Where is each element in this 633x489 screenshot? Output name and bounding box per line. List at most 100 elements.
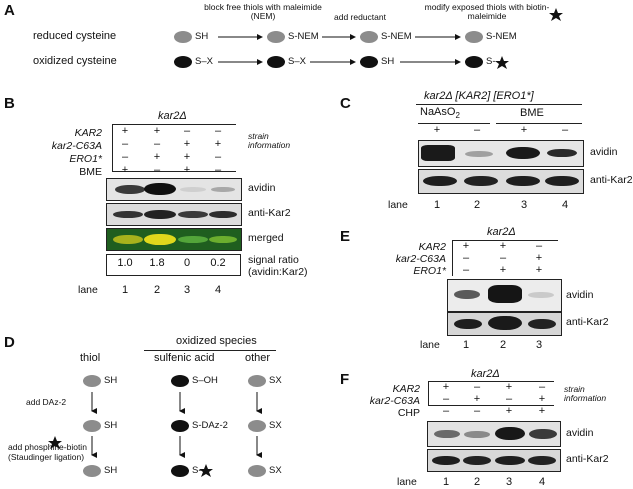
oxidized-label-1: S–X	[195, 56, 213, 67]
panel-e-mark: +	[535, 252, 543, 264]
panel-e-mark: –	[499, 252, 507, 264]
panel-e-blot-avidin	[447, 279, 562, 312]
panel-f-lane-number: 3	[505, 476, 513, 488]
panel-b-strain-info: strain information	[248, 131, 291, 150]
oxidized-label-3: SH	[381, 56, 395, 67]
other-cys-1	[248, 375, 266, 387]
panel-b-lane-label: lane	[78, 284, 98, 296]
reduced-cys-3	[360, 31, 378, 43]
panel-d-letter: D	[4, 334, 15, 351]
panel-f-mark: –	[442, 405, 450, 417]
panel-c-mark: –	[561, 124, 569, 136]
panel-e-mark: –	[462, 252, 470, 264]
panel-e-blot-avidin-label: avidin	[566, 289, 594, 301]
panel-b-mark: +	[214, 138, 222, 150]
panel-b-row-label-kar2: KAR2	[74, 127, 102, 139]
panel-b-blot-avidin-label: avidin	[248, 182, 276, 194]
panel-e-lane-number: 3	[535, 339, 543, 351]
thiol-cys-3	[83, 465, 101, 477]
panel-a-step1-label: block free thiols with maleimide (NEM)	[204, 2, 322, 21]
oxidized-label-4: S-	[486, 56, 496, 67]
panel-c-group2-rule	[496, 123, 582, 124]
panel-b-mark: +	[183, 164, 191, 176]
panel-d-r2-sulfenic: S-DAz-2	[192, 420, 228, 431]
panel-b-ratio-sublabel: (avidin:Kar2)	[248, 266, 308, 278]
panel-b-mark: +	[183, 138, 191, 150]
panel-e-bracket	[452, 240, 453, 276]
panel-f-mark: +	[473, 393, 481, 405]
panel-f-blot-kar2-label: anti-Kar2	[566, 453, 609, 465]
panel-e-lane-number: 1	[462, 339, 470, 351]
panel-e-mark: –	[535, 240, 543, 252]
panel-c-lane-label: lane	[388, 199, 408, 211]
panel-b-bracket	[112, 124, 113, 171]
panel-b-ratio-box	[106, 254, 241, 276]
panel-b-ratio-value: 0	[183, 257, 191, 269]
panel-c-letter: C	[340, 95, 351, 112]
panel-f-mark: +	[538, 393, 546, 405]
panel-b-blot-merged	[106, 228, 242, 251]
reduced-label-4: S-NEM	[486, 31, 517, 42]
panel-c-mark: +	[520, 124, 528, 136]
panel-b-mark: +	[183, 151, 191, 163]
panel-b-mark: –	[214, 164, 222, 176]
panel-e-title-rule	[452, 240, 558, 241]
panel-f-row-label-kar2: KAR2	[392, 383, 420, 395]
panel-d-step2-sub: (Staudinger ligation)	[8, 452, 85, 462]
panel-b-lane-number: 1	[121, 284, 129, 296]
panel-b-mark: –	[153, 138, 161, 150]
panel-f-letter: F	[340, 371, 350, 388]
panel-c-group2: BME	[520, 107, 544, 119]
panel-f-bracket	[428, 381, 429, 405]
reduced-cys-1	[174, 31, 192, 43]
panel-c-blot-kar2	[418, 169, 584, 194]
panel-f-mark: –	[473, 405, 481, 417]
star-icon	[495, 56, 509, 69]
panel-d-col-thiol: thiol	[80, 352, 101, 364]
panel-e-blot-kar2	[447, 312, 562, 336]
oxidized-cys-3	[360, 56, 378, 68]
panel-a-scheme	[174, 8, 563, 69]
sulfenic-cys-2	[171, 420, 189, 432]
panel-e-blot-kar2-label: anti-Kar2	[566, 316, 609, 328]
panel-f-strain-info: strain information	[564, 384, 607, 403]
panel-c-lane-number: 3	[520, 199, 528, 211]
reduced-label-1: SH	[195, 31, 209, 42]
panel-b-bracket-bottom	[112, 171, 236, 172]
panel-d-r1-other: SX	[269, 375, 282, 386]
panel-b-lane-number: 3	[183, 284, 191, 296]
reduced-cys-4	[465, 31, 483, 43]
oxidized-cys-2	[267, 56, 285, 68]
panel-c-lane-number: 4	[561, 199, 569, 211]
panel-b-mark: –	[214, 125, 222, 137]
panel-c-group1: NaAsO2	[420, 106, 460, 121]
panel-d-r1-thiol: SH	[104, 375, 118, 386]
panel-f-mark: +	[442, 381, 450, 393]
panel-b-mark: –	[121, 151, 129, 163]
panel-b-mark: +	[153, 125, 161, 137]
thiol-cys-1	[83, 375, 101, 387]
panel-f-title: kar2Δ	[471, 368, 500, 380]
star-icon	[48, 436, 62, 449]
star-icon	[549, 8, 563, 21]
panel-e-mark: +	[499, 240, 507, 252]
reduced-label-2: S-NEM	[288, 31, 319, 42]
panel-f-mark: –	[505, 393, 513, 405]
panel-b-ratio-value: 1.8	[149, 257, 165, 269]
panel-e-lane-number: 2	[499, 339, 507, 351]
panel-e-mark: +	[499, 264, 507, 276]
oxidized-cys-4	[465, 56, 483, 68]
panel-b-row-label-c63a: kar2-C63A	[51, 140, 102, 152]
panel-b-lane-number: 2	[153, 284, 161, 296]
panel-b-blot-merged-label: merged	[248, 232, 284, 244]
panel-d-scheme	[48, 375, 266, 477]
panel-c-mark: –	[473, 124, 481, 136]
panel-a-step3-label: modify exposed thiols with biotin-maleim…	[424, 2, 550, 21]
panel-e-row-label-c63a: kar2-C63A	[395, 253, 446, 265]
panel-b-letter: B	[4, 95, 15, 112]
panel-c-group1-rule	[418, 123, 490, 124]
panel-f-mark: –	[538, 381, 546, 393]
panel-f-row-label-chp: CHP	[397, 407, 420, 419]
panel-b-blot-kar2-label: anti-Kar2	[248, 207, 291, 219]
thiol-cys-2	[83, 420, 101, 432]
